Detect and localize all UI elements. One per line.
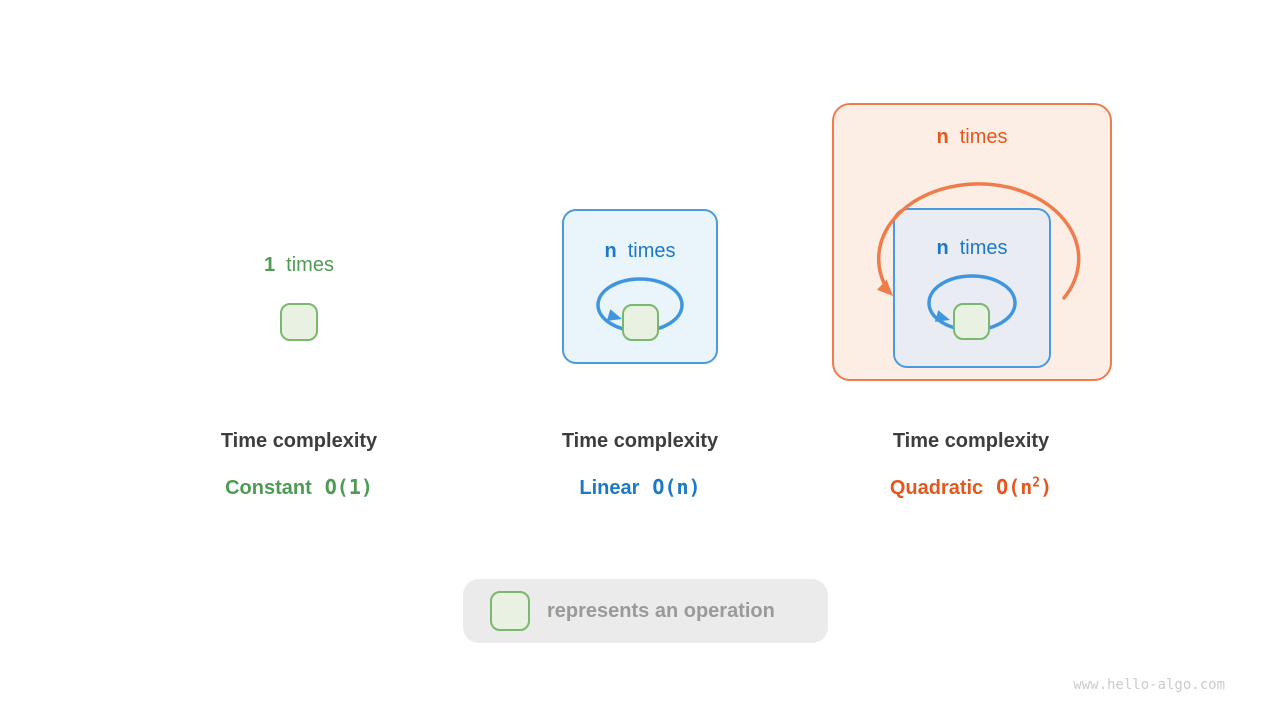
linear-operation-box (622, 304, 659, 341)
constant-name: Constant (225, 477, 312, 499)
linear-notation: O(n) (652, 475, 701, 499)
quadratic-notation-pre: O(n (996, 475, 1033, 499)
quadratic-inner-loop-word: times (959, 237, 1008, 259)
quadratic-inner-loop-frame (893, 208, 1051, 368)
watermark: www.hello-algo.com (1073, 677, 1225, 693)
constant-operation-box (280, 303, 318, 341)
constant-loop-word: times (286, 254, 334, 276)
quadratic-outer-loop-word: times (959, 126, 1008, 148)
quadratic-name: Quadratic (889, 477, 984, 499)
quadratic-operation-box (953, 303, 990, 340)
constant-loop-count: 1 (264, 254, 276, 276)
constant-title: Time complexity (220, 430, 378, 452)
quadratic-inner-loop-label: n times (893, 235, 1051, 261)
linear-name: Linear (579, 477, 640, 499)
quadratic-outer-loop-label: n times (832, 124, 1112, 150)
linear-title: Time complexity (561, 430, 719, 452)
quadratic-notation-post: ) (1040, 475, 1053, 499)
linear-complexity-label: Linear O(n) (510, 473, 770, 502)
legend-text: represents an operation (547, 599, 775, 622)
quadratic-complexity-label: Quadratic O(n2) (841, 473, 1101, 502)
quadratic-notation: O(n2) (996, 473, 1052, 501)
constant-notation: O(1) (324, 475, 373, 499)
legend-operation-box-icon (490, 591, 530, 631)
constant-loop-label: 1 times (199, 252, 399, 278)
constant-complexity-label: Constant O(1) (169, 473, 429, 502)
legend: represents an operation (463, 579, 828, 643)
quadratic-notation-sup: 2 (1032, 475, 1041, 491)
linear-loop-label: n times (562, 238, 718, 264)
quadratic-outer-loop-count: n (936, 126, 949, 148)
linear-loop-count: n (604, 240, 617, 262)
quadratic-title: Time complexity (892, 430, 1050, 452)
linear-loop-word: times (627, 240, 676, 262)
quadratic-inner-loop-count: n (936, 237, 949, 259)
